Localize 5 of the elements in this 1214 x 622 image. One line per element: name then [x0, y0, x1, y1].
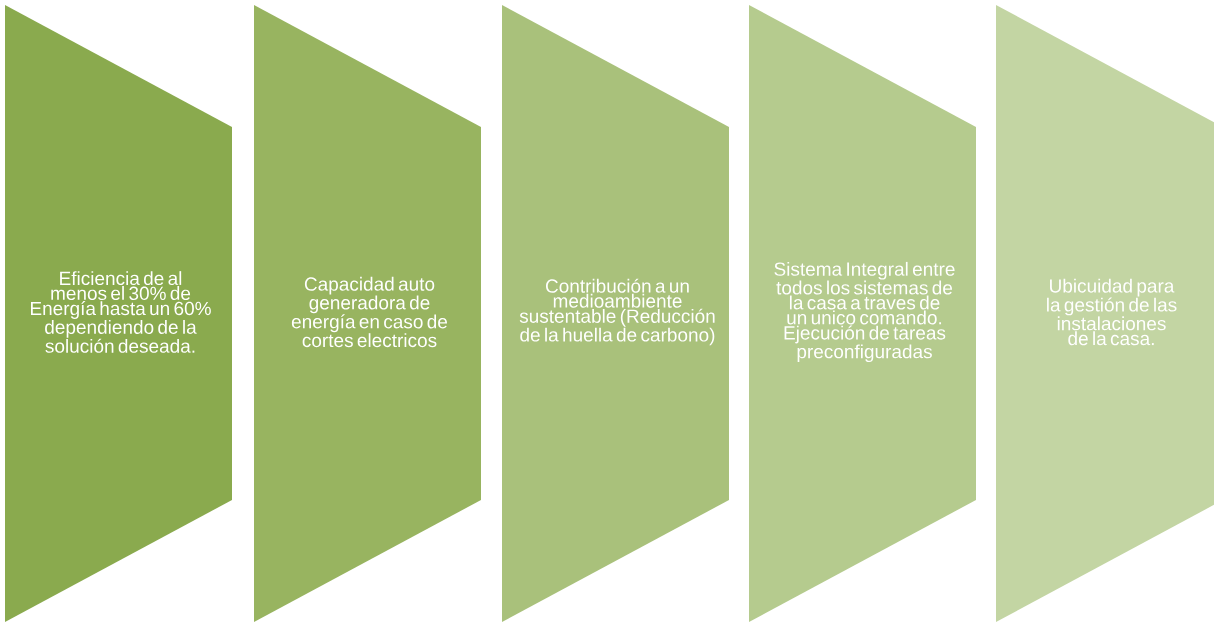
- chevron-box: Contribución a un medioambiente sustentable (Reducción de la huella de carbono): [502, 5, 729, 622]
- chevron-box: Sistema Integral entre todos los sistemas de la casa a traves de un unico comando. Ejecución de tareas preconfiguradas: [749, 5, 976, 622]
- chevron-box: Ubicuidad para la gestión de las instalaciones de la casa.: [996, 5, 1214, 622]
- chevron-box: Capacidad auto generadora de energía en caso de cortes electricos: [254, 5, 481, 622]
- chevron-box: Eficiencia de al menos el 30% de Energía hasta un 60% dependiendo de la solución deseada.: [5, 5, 232, 622]
